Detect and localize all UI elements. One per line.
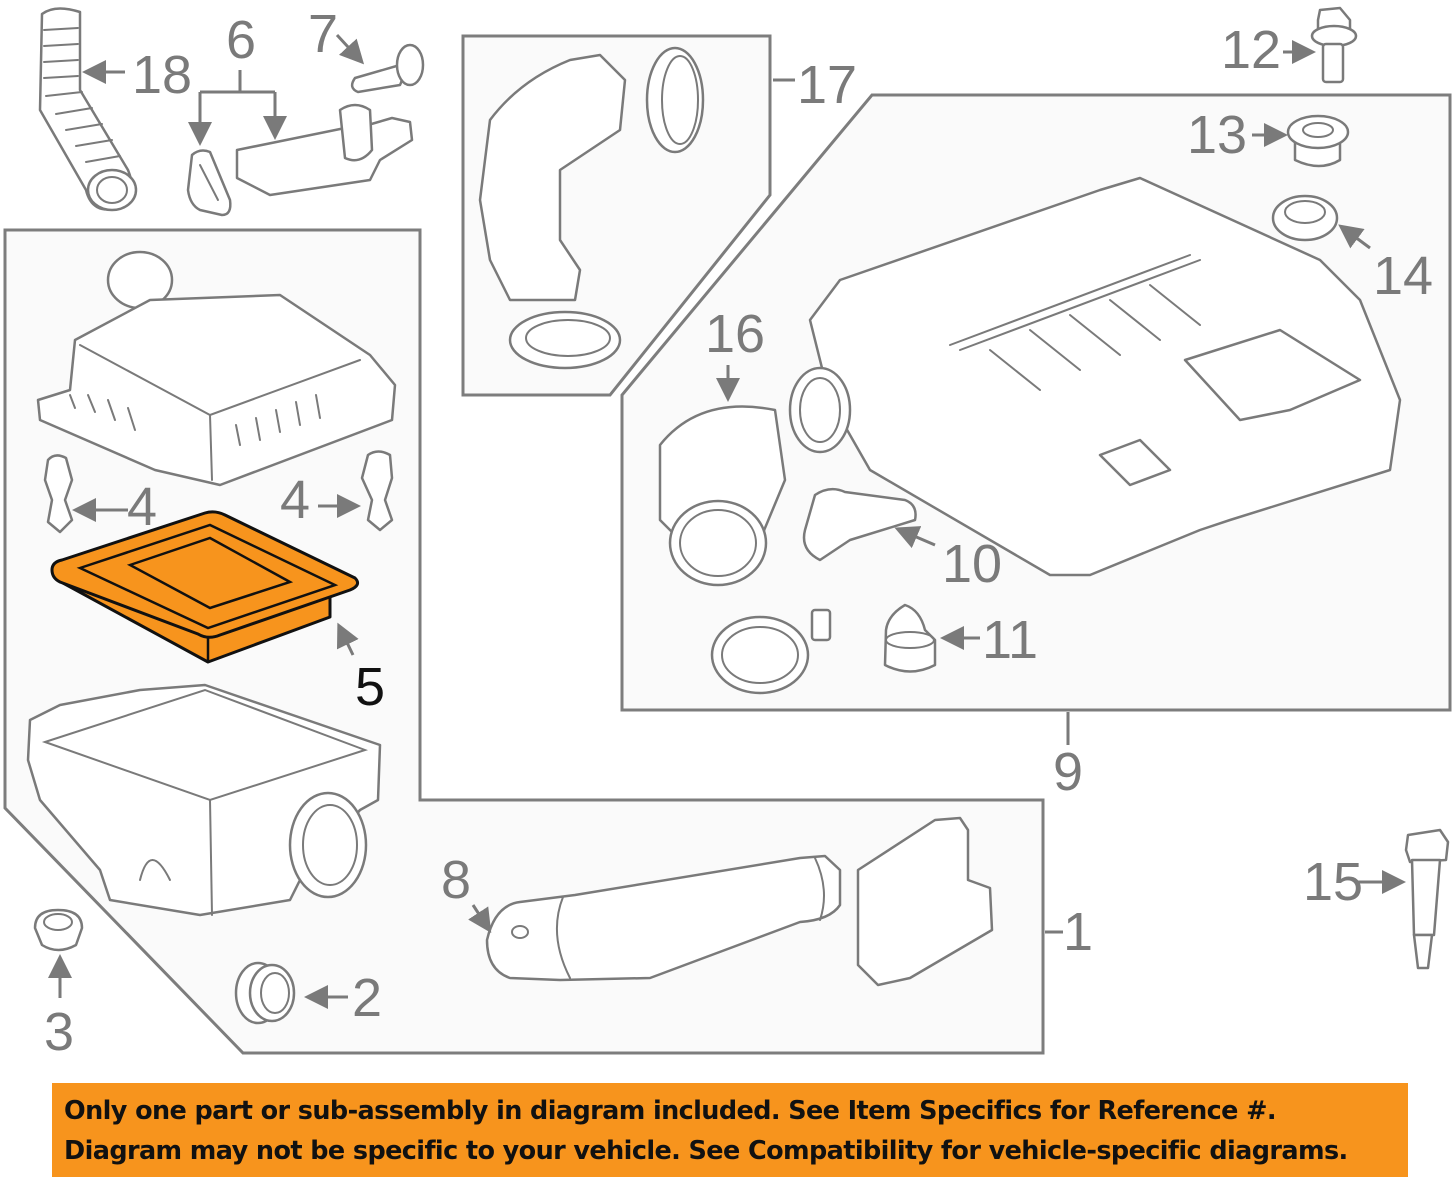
part-8-intake-duct[interactable] xyxy=(485,816,994,987)
callout-13: 13 xyxy=(1187,105,1247,165)
part-12-bolt[interactable] xyxy=(1310,6,1358,84)
part-5-air-filter[interactable] xyxy=(50,510,360,664)
callout-10: 10 xyxy=(942,534,1002,594)
disclaimer-banner: Only one part or sub-assembly in diagram… xyxy=(52,1083,1408,1177)
part-14-grommet[interactable] xyxy=(1271,194,1339,242)
callout-5: 5 xyxy=(355,657,385,717)
part-10-connector[interactable] xyxy=(802,487,917,562)
disclaimer-line-1: Only one part or sub-assembly in diagram… xyxy=(64,1096,1277,1126)
callout-16: 16 xyxy=(705,304,765,364)
callout-1: 1 xyxy=(1063,902,1093,962)
callout-6: 6 xyxy=(226,10,256,70)
callout-17: 17 xyxy=(797,55,857,115)
callout-3: 3 xyxy=(44,1002,74,1062)
air-cleaner-lower-housing[interactable] xyxy=(26,683,382,917)
callout-11: 11 xyxy=(982,610,1038,670)
part-11-bumper[interactable] xyxy=(883,603,937,673)
part-7-pin[interactable] xyxy=(350,43,425,94)
part-4-clip-left[interactable] xyxy=(43,454,74,534)
part-16-intake-hose[interactable] xyxy=(658,405,832,695)
part-15-bolt[interactable] xyxy=(1404,828,1450,970)
callout-12: 12 xyxy=(1221,20,1281,80)
callout-4-left: 4 xyxy=(127,477,157,537)
part-4-clip-right[interactable] xyxy=(360,450,394,532)
callout-2: 2 xyxy=(352,968,382,1028)
callout-14: 14 xyxy=(1373,246,1433,306)
part-9-engine-cover[interactable] xyxy=(788,176,1402,577)
part-18-hose[interactable] xyxy=(38,7,138,212)
disclaimer-line-2: Diagram may not be specific to your vehi… xyxy=(64,1136,1348,1166)
callout-9: 9 xyxy=(1053,742,1083,802)
part-3-grommet[interactable] xyxy=(33,908,84,952)
leader-lines xyxy=(48,33,1406,1009)
callout-8: 8 xyxy=(441,850,471,910)
part-6-maf-sensor[interactable] xyxy=(186,103,414,217)
part-2-grommet[interactable] xyxy=(234,961,296,1025)
air-cleaner-upper-housing[interactable] xyxy=(36,250,397,487)
callout-15: 15 xyxy=(1303,852,1363,912)
callout-4-right: 4 xyxy=(280,470,310,530)
part-13-grommet[interactable] xyxy=(1286,114,1350,168)
callout-18: 18 xyxy=(132,45,192,105)
part-17-intake-tube[interactable] xyxy=(478,46,705,370)
callout-7: 7 xyxy=(308,4,338,64)
